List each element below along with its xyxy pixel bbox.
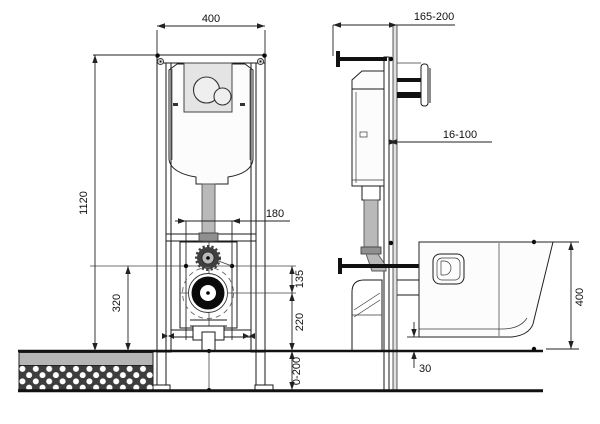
dim-front-width-label: 400 xyxy=(202,13,220,25)
dim-frame-height-label: 1120 xyxy=(78,191,90,215)
water-inlet-fitting xyxy=(195,245,221,271)
cistern-side xyxy=(351,70,385,187)
side-view xyxy=(336,24,554,391)
frame-screw-right-center xyxy=(259,60,262,63)
plate-clip-right xyxy=(240,103,245,106)
dim-bolt-spacing-label: 180 xyxy=(266,208,284,220)
frame-leg-left xyxy=(156,351,167,386)
floor-screed xyxy=(18,352,154,366)
bowl-top-wall-marker xyxy=(388,240,394,246)
dim-bowl-height-label: 400 xyxy=(574,288,586,306)
top-bracket-wall-marker xyxy=(388,56,394,62)
flush-pipe-side xyxy=(363,199,379,248)
dim-bowl-height: 400 xyxy=(531,239,586,352)
frame-corner-marker-left xyxy=(155,53,160,58)
frame-rail-side xyxy=(383,56,390,391)
waste-outlet xyxy=(182,267,234,319)
dim-inlet-height: 320 xyxy=(111,266,131,351)
dim-bowl-floor-offset: 30 xyxy=(407,322,431,375)
dim-right-chain: 135 220 0-200 xyxy=(289,266,306,390)
waste-downpipe xyxy=(201,331,216,352)
dim-leg-adjust-label: 0-200 xyxy=(291,357,303,385)
frame-top-bar xyxy=(156,54,266,64)
lower-fixing-rod xyxy=(340,264,420,268)
plate-clip-left xyxy=(173,103,178,106)
flush-valve-housing xyxy=(361,185,381,201)
frame-corner-marker-right xyxy=(262,53,267,58)
flush-button-small xyxy=(213,87,232,106)
leg-lock-right-icon xyxy=(243,333,255,339)
dim-wall-finish: 16-100 xyxy=(389,129,492,145)
frame-right-rail xyxy=(255,54,266,353)
toilet-bowl xyxy=(418,241,554,338)
dim-inlet-height-label: 320 xyxy=(111,294,123,312)
cistern-tab xyxy=(359,131,368,138)
dim-wall-finish-label: 16-100 xyxy=(443,129,477,141)
frame-left-rail xyxy=(156,54,167,353)
floor xyxy=(18,349,543,393)
flush-pipe-front xyxy=(201,183,216,234)
flush-pipe-bend xyxy=(365,253,387,272)
dim-frame-height: 1120 xyxy=(78,54,155,351)
dim-frame-depth-label: 165-200 xyxy=(414,11,454,23)
floor-base-dots xyxy=(19,365,153,391)
dim-inlet-outlet-label: 135 xyxy=(294,270,306,288)
frame-leg-right xyxy=(255,351,266,386)
flush-plate-side xyxy=(397,62,431,107)
dim-outlet-height-label: 220 xyxy=(294,313,306,331)
dim-frame-depth: 165-200 xyxy=(332,11,455,56)
bolt-marker-left xyxy=(183,263,189,269)
dim-front-width: 400 xyxy=(156,13,266,53)
dim-bolt-spacing: 180 xyxy=(175,208,290,224)
leg-lock-left-icon xyxy=(162,333,174,339)
frame-screw-left-center xyxy=(159,60,162,63)
flush-pipe-flange-side xyxy=(360,246,382,255)
front-view xyxy=(90,53,296,392)
waste-elbow xyxy=(351,279,383,352)
top-bracket-rod xyxy=(338,57,387,61)
bowl-fixing-hole xyxy=(432,253,465,285)
flush-pipe-flange xyxy=(198,232,219,242)
wall-section xyxy=(392,24,398,391)
dim-bowl-floor-offset-label: 30 xyxy=(419,363,431,375)
